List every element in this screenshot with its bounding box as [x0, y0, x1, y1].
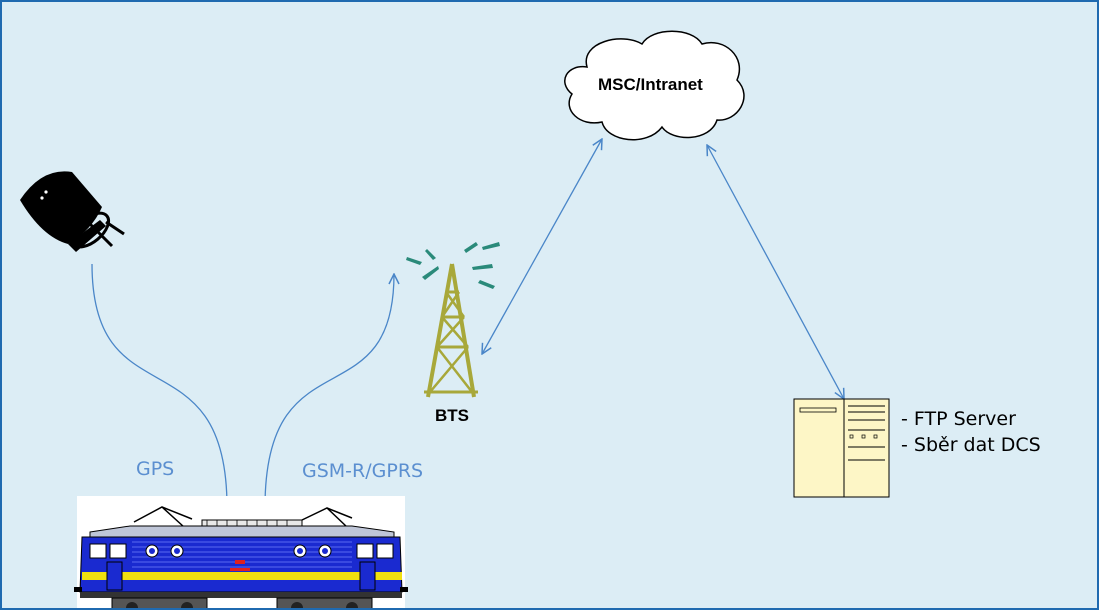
gsm-r-gprs-label: GSM-R/GPRS	[302, 460, 424, 482]
gps-link-arrow	[91, 263, 227, 507]
bts-msc-link-arrow	[482, 139, 602, 354]
msc-intranet-label: MSC/Intranet	[598, 75, 703, 94]
server-computer-icon	[793, 398, 890, 498]
server-line-ftp: - FTP Server	[901, 408, 1016, 430]
server-description: - FTP Server - Sběr dat DCS	[901, 406, 1041, 458]
server-line-dcs: - Sběr dat DCS	[901, 434, 1041, 456]
electric-locomotive-icon	[74, 496, 408, 608]
network-cloud-icon	[564, 30, 745, 141]
bts-label: BTS	[435, 406, 469, 425]
msc-server-link-arrow	[707, 145, 844, 399]
gps-label: GPS	[136, 458, 175, 480]
gsm-link-arrow	[265, 274, 394, 507]
bts-tower-icon	[406, 242, 500, 398]
satellite-dish-icon	[20, 171, 125, 252]
